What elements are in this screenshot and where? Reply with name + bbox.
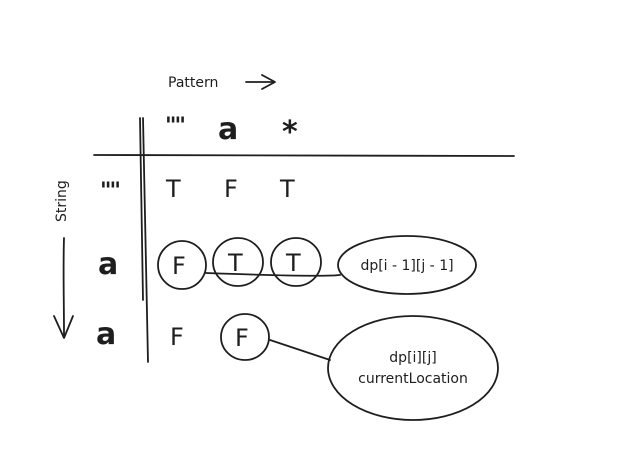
table-row-divider	[142, 117, 149, 363]
current-connector-line	[269, 339, 331, 361]
diagonal-note-text: dp[i - 1][j - 1]	[360, 258, 453, 274]
string-axis-arrow	[53, 237, 74, 339]
cell-2-1-circle	[220, 313, 270, 361]
cell-2-0: F	[170, 323, 184, 351]
cell-1-0-circle	[157, 240, 207, 290]
cell-2-1: F	[235, 324, 249, 352]
string-header-a-1: a	[98, 247, 118, 282]
cell-0-0: T	[165, 175, 181, 203]
pattern-axis-label: Pattern	[168, 75, 218, 91]
current-note-line1: dp[i][j]	[389, 350, 436, 366]
current-note-line2: currentLocation	[358, 371, 468, 387]
current-note-bubble	[327, 315, 499, 421]
pattern-header-a: a	[218, 112, 238, 147]
string-header-a-2: a	[96, 317, 116, 352]
cell-1-2-circle	[270, 237, 322, 287]
cell-1-0: F	[172, 252, 186, 280]
string-axis-label: String	[54, 180, 70, 222]
table-row-divider-double	[139, 117, 144, 301]
pattern-header-star: *	[282, 115, 298, 150]
cell-1-2: T	[285, 249, 301, 277]
cell-0-1: F	[224, 175, 238, 203]
cell-1-1-circle	[212, 237, 264, 287]
string-header-empty: ""	[100, 179, 119, 204]
pattern-header-empty: ""	[165, 114, 184, 139]
table-header-divider	[93, 154, 515, 157]
pattern-axis-arrow	[245, 74, 276, 90]
diagonal-connector-line	[205, 272, 341, 277]
cell-0-2: T	[279, 175, 295, 203]
cell-1-1: T	[227, 249, 243, 277]
diagonal-note-bubble	[337, 235, 477, 295]
